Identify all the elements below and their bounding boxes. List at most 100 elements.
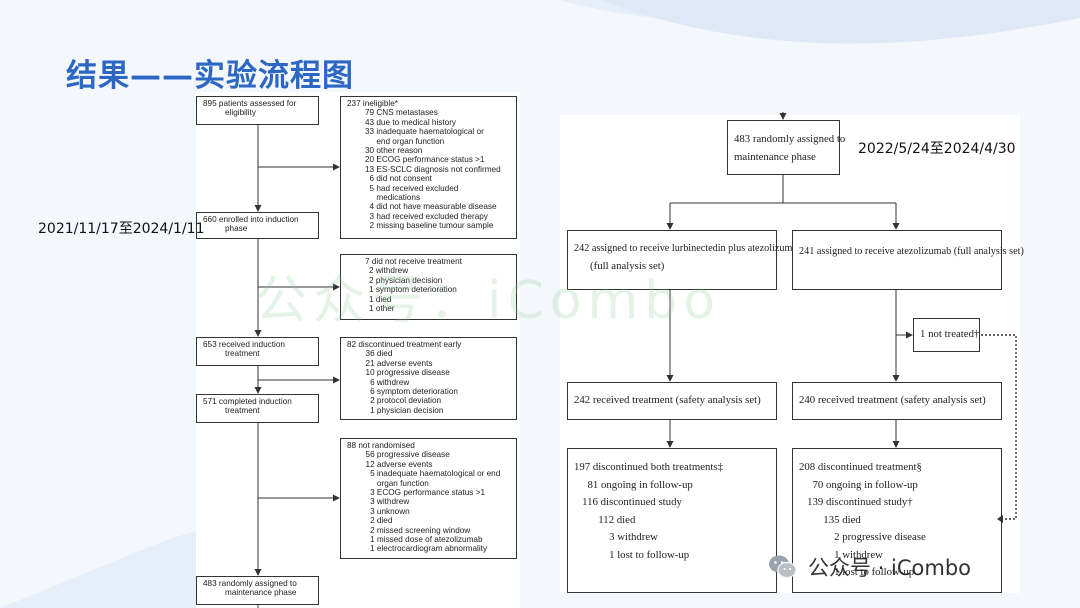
box-line: phase — [225, 224, 248, 234]
not-treated-box: 1 not treated† — [913, 318, 980, 352]
list-item: 1 electrocardiogram abnormality — [361, 544, 488, 554]
list-item: 2 physician decision — [369, 275, 443, 285]
list-item: 3 ECOG performance status >1 — [361, 488, 486, 498]
wechat-label: 公众号 · iCombo — [808, 556, 972, 580]
date-range-right: 2022/5/24至2024/4/30 — [858, 141, 1016, 157]
list-item: 43 due to medical history — [365, 117, 457, 127]
list-item: medications — [365, 193, 421, 203]
box-line: 895 patients assessed for — [203, 99, 297, 108]
wechat-watermark: 公众号 · iCombo — [768, 550, 971, 584]
list-item: 1 physician decision — [361, 405, 444, 415]
box-line: treatment — [225, 406, 260, 416]
list-item: 139 discontinued study† — [799, 496, 913, 508]
list-item: 6 did not consent — [365, 174, 432, 184]
box-line: 242 assigned to receive lurbinectedin pl… — [574, 243, 803, 254]
list-item: 2 died — [361, 516, 393, 526]
discontinued-early-list: 36 died 21 adverse events 10 progressive… — [347, 349, 512, 415]
list-item: 13 ES-SCLC diagnosis not confirmed — [365, 164, 501, 174]
list-item: 1 lost to follow-up — [799, 566, 915, 578]
watermark-text: 公众号：iCombo — [255, 271, 722, 331]
arm-b-discontinued-list: 208 discontinued treatment§ 70 ongoing i… — [799, 459, 995, 582]
list-item: 5 inadequate haematological or end — [361, 469, 501, 479]
list-item: 3 had received excluded therapy — [365, 211, 488, 221]
list-item: 12 adverse events — [361, 459, 433, 469]
list-item: 6 withdrew — [361, 377, 410, 387]
box-header: 237 ineligible* — [347, 99, 398, 108]
box-line: 241 assigned to receive atezolizumab (fu… — [799, 246, 1024, 257]
discontinued-early-box: 82 discontinued treatment early 36 died … — [340, 337, 517, 420]
list-item: 112 died — [574, 513, 636, 526]
list-item: 5 had received excluded — [365, 183, 459, 193]
arm-a-assigned-box: 242 assigned to receive lurbinectedin pl… — [567, 230, 803, 290]
list-item: 79 CNS metastases — [365, 108, 438, 118]
not-randomised-box: 88 not randomised 56 progressive disease… — [340, 438, 517, 559]
box-header: 82 discontinued treatment early — [347, 340, 462, 349]
wechat-icon — [769, 555, 797, 579]
list-item: 3 withdrew — [361, 497, 410, 507]
list-item: 2 progressive disease — [799, 531, 926, 543]
list-item: 1 symptom deterioration — [369, 285, 457, 295]
box-line: 660 enrolled into induction — [203, 215, 299, 224]
box-line: 1 not treated† — [920, 328, 980, 340]
list-item: 4 did not have measurable disease — [365, 202, 497, 212]
box-line: 240 received treatment (safety analysis … — [799, 394, 986, 406]
list-item: 1 withdrew — [799, 548, 883, 561]
enrolled-box: 660 enrolled into induction phase — [196, 212, 319, 239]
box-header: 88 not randomised — [347, 441, 415, 450]
box-line: eligibility — [225, 108, 256, 118]
box-line: 483 randomly assigned to — [734, 133, 846, 145]
list-item: 20 ECOG performance status >1 — [365, 155, 485, 165]
list-item: 10 progressive disease — [361, 368, 450, 378]
list-item: 3 unknown — [361, 506, 410, 516]
box-line: 571 completed induction — [203, 397, 292, 406]
list-item: 30 other reason — [365, 146, 423, 156]
list-item: 2 withdrew — [369, 266, 409, 276]
box-line: treatment — [225, 349, 260, 359]
arm-a-discontinued-box: 197 discontinued both treatments‡ 81 ong… — [567, 448, 777, 593]
list-item: 1 lost to follow-up — [574, 548, 690, 561]
arm-b-discontinued-box: 208 discontinued treatment§ 70 ongoing i… — [792, 448, 1002, 593]
list-item: 36 died — [361, 349, 393, 359]
list-item: 2 missing baseline tumour sample — [365, 221, 494, 231]
arm-b-received-box: 240 received treatment (safety analysis … — [792, 382, 1002, 420]
list-item: 21 adverse events — [361, 358, 433, 368]
list-item: 56 progressive disease — [361, 450, 450, 460]
list-item: 208 discontinued treatment§ — [799, 461, 922, 473]
arm-b-assigned-box: 241 assigned to receive atezolizumab (fu… — [792, 230, 1024, 290]
date-range-left: 2021/11/17至2024/1/11 — [38, 221, 205, 237]
assessed-box: 895 patients assessed for eligibility — [196, 96, 319, 125]
arm-a-received-box: 242 received treatment (safety analysis … — [567, 382, 777, 420]
randomised-box-right: 483 randomly assigned to maintenance pha… — [727, 120, 846, 175]
arm-a-discontinued-list: 197 discontinued both treatments‡ 81 ong… — [574, 459, 770, 564]
slide-title: 结果——实验流程图 — [66, 58, 354, 94]
list-item: 1 other — [369, 304, 395, 314]
list-item: 33 inadequate haematological or — [365, 127, 484, 137]
completed-induction-box: 571 completed induction treatment — [196, 394, 319, 423]
box-line: 242 received treatment (safety analysis … — [574, 394, 761, 406]
list-item: 70 ongoing in follow-up — [799, 478, 918, 491]
list-item: end organ function — [365, 136, 445, 146]
list-item: 6 symptom deterioration — [361, 387, 458, 397]
list-item: 2 missed screening window — [361, 525, 471, 535]
box-line: maintenance phase — [734, 151, 816, 163]
list-item: 81 ongoing in follow-up — [574, 478, 693, 491]
box-line: 483 randomly assigned to — [203, 579, 297, 588]
received-induction-box: 653 received induction treatment — [196, 337, 319, 366]
box-line: (full analysis set) — [590, 259, 665, 272]
list-item: 1 died — [369, 294, 392, 304]
not-randomised-list: 56 progressive disease 12 adverse events… — [347, 450, 512, 553]
list-item: 2 protocol deviation — [361, 396, 442, 406]
box-line: maintenance phase — [225, 588, 297, 598]
list-item: organ function — [361, 478, 429, 488]
list-item: 1 missed dose of atezolizumab — [361, 535, 483, 545]
box-line: 653 received induction — [203, 340, 285, 349]
list-item: 135 died — [799, 513, 861, 526]
randomised-box-left: 483 randomly assigned to maintenance pha… — [196, 576, 319, 605]
list-item: 197 discontinued both treatments‡ — [574, 461, 724, 473]
list-item: 3 withdrew — [574, 531, 658, 543]
